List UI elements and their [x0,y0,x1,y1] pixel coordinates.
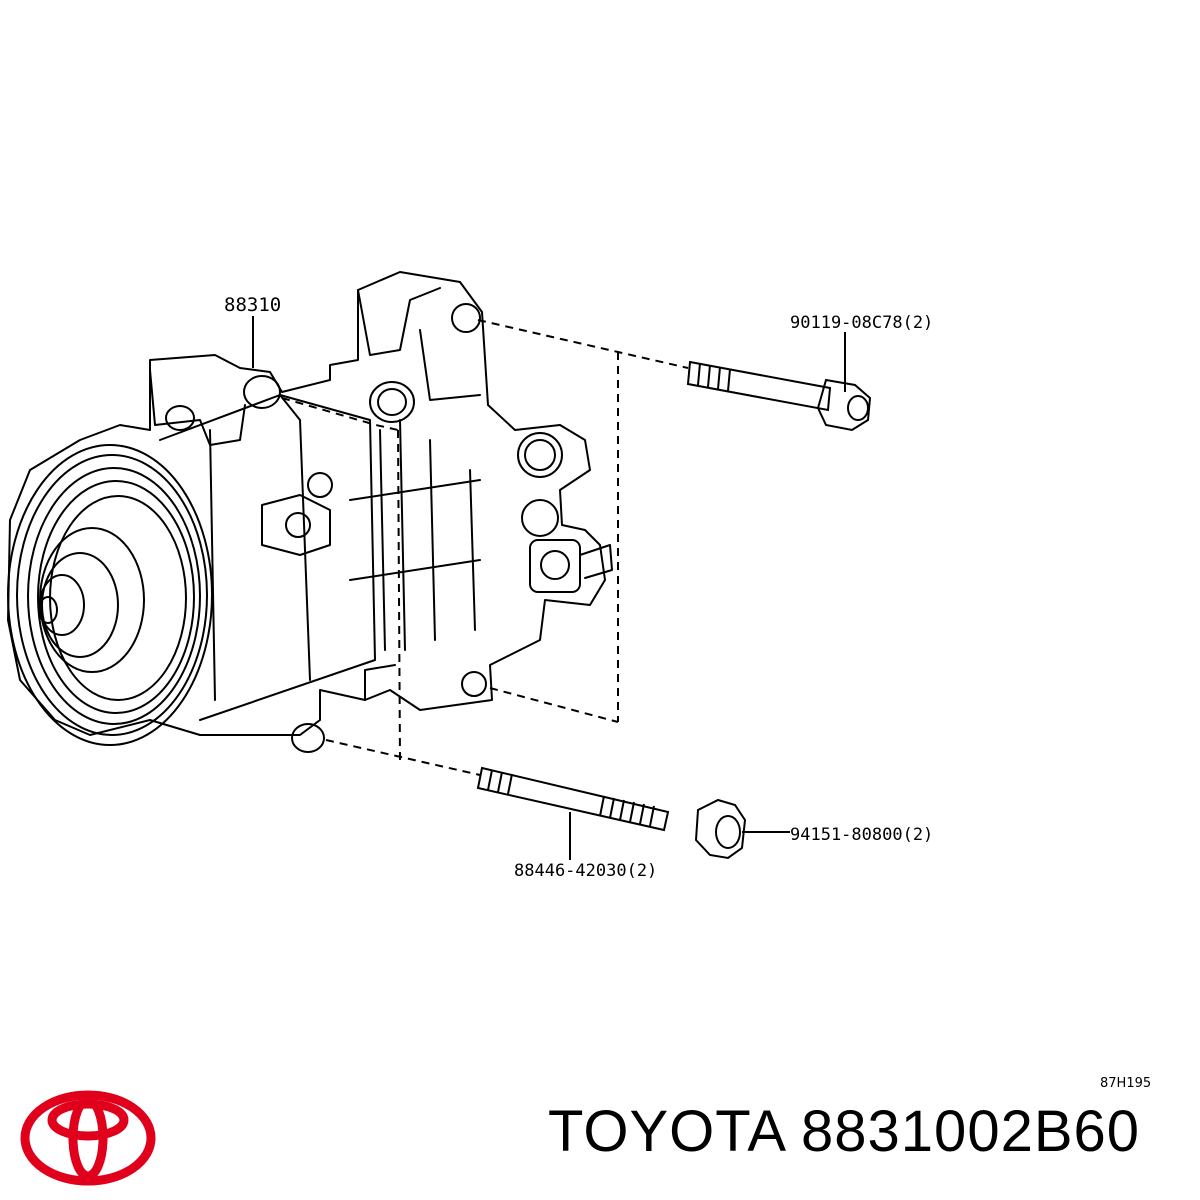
callout-compressor: 88310 [224,294,281,316]
toyota-logo-icon [20,1090,156,1186]
nut-illustration [694,798,747,860]
callout-bolt-upper: 90119-08C78(2) [790,313,933,333]
brand-part-label: TOYOTA 8831002B60 [548,1103,1140,1161]
alignment-lines [281,319,689,776]
leader-lines [252,316,846,860]
stud-illustration [476,766,670,832]
part-number: 8831002B60 [801,1099,1141,1164]
callout-stud: 88446-42030(2) [514,861,657,881]
compressor-illustration [7,271,613,753]
brand-name: TOYOTA [548,1099,784,1164]
diagram-code: 87H195 [1100,1076,1151,1091]
callout-nut: 94151-80800(2) [790,825,933,845]
bolt-upper-illustration [686,360,872,432]
